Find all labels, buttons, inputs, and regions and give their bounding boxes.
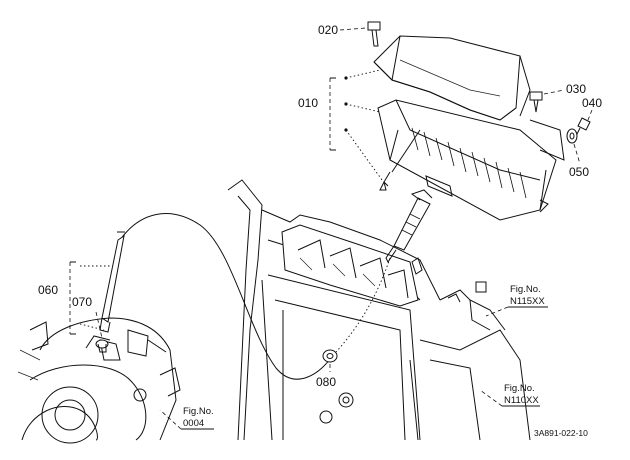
callout-070-label: 070	[72, 295, 92, 309]
figure-ref-0004: Fig.No. 0004	[159, 406, 214, 430]
grommet-070	[95, 339, 109, 353]
figure-ref-0004-line2: 0004	[183, 418, 204, 429]
callout-030: 030	[543, 82, 586, 96]
gear-case	[17, 317, 181, 444]
figure-ref-n110xx-line2: N110XX	[504, 395, 539, 406]
figure-ref-n110xx-line1: Fig.No.	[504, 383, 535, 394]
callout-030-label: 030	[566, 82, 586, 96]
meter-panel-assembly	[373, 35, 565, 221]
washer-050	[566, 128, 578, 144]
callout-010-label: 010	[298, 96, 318, 110]
callout-010: 010	[298, 69, 383, 181]
figure-ref-n115xx: Fig.No. N115XX	[485, 284, 548, 317]
figure-ref-n110xx: Fig.No. N110XX	[479, 383, 540, 407]
figure-ref-n115xx-line2: N115XX	[510, 296, 545, 307]
callout-050: 050	[569, 143, 589, 179]
callout-020-label: 020	[318, 23, 338, 37]
tachometer-cable	[99, 213, 391, 380]
clamp-080	[322, 349, 338, 363]
callout-070: 070	[72, 295, 103, 339]
callout-080: 080	[316, 364, 336, 389]
callout-020: 020	[318, 23, 367, 37]
callout-040: 040	[582, 96, 602, 121]
screw-010-lower	[379, 180, 387, 191]
figure-ref-0004-line1: Fig.No.	[183, 406, 214, 417]
bolt-020	[367, 21, 381, 47]
callout-080-label: 080	[316, 375, 336, 389]
callout-060-label: 060	[38, 283, 58, 297]
drawing-number: 3A891-022-10	[534, 428, 588, 438]
sensor-connector	[385, 189, 433, 263]
callout-060: 060	[38, 261, 112, 335]
bolt-030	[529, 91, 543, 113]
figure-ref-n115xx-line1: Fig.No.	[510, 284, 541, 295]
callout-040-label: 040	[582, 96, 602, 110]
cab-frame	[227, 179, 531, 441]
callout-050-label: 050	[569, 165, 589, 179]
